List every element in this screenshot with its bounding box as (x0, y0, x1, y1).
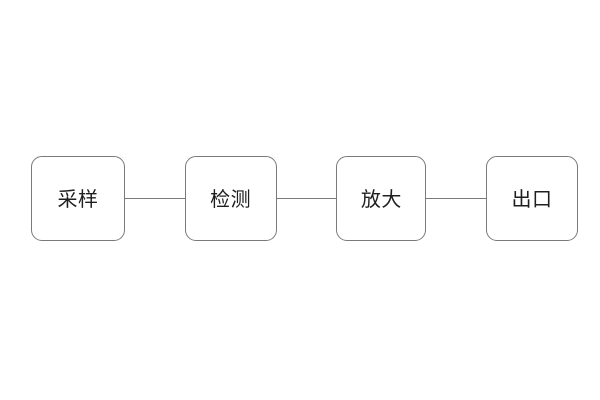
flow-node-outlet[interactable]: 出口 (486, 156, 579, 241)
connector-sampling-detection (125, 198, 185, 199)
connector-amplification-outlet (426, 198, 487, 199)
flow-node-label: 出口 (511, 186, 553, 211)
flow-node-sampling[interactable]: 采样 (31, 156, 125, 241)
connector-detection-amplification (276, 198, 337, 199)
flow-chain: 采样 检测 放大 出口 (31, 156, 579, 241)
flow-node-label: 检测 (210, 186, 252, 211)
flow-node-amplification[interactable]: 放大 (336, 156, 427, 241)
flow-node-label: 采样 (57, 186, 99, 211)
flow-node-label: 放大 (360, 186, 402, 211)
flow-node-detection[interactable]: 检测 (184, 156, 277, 241)
